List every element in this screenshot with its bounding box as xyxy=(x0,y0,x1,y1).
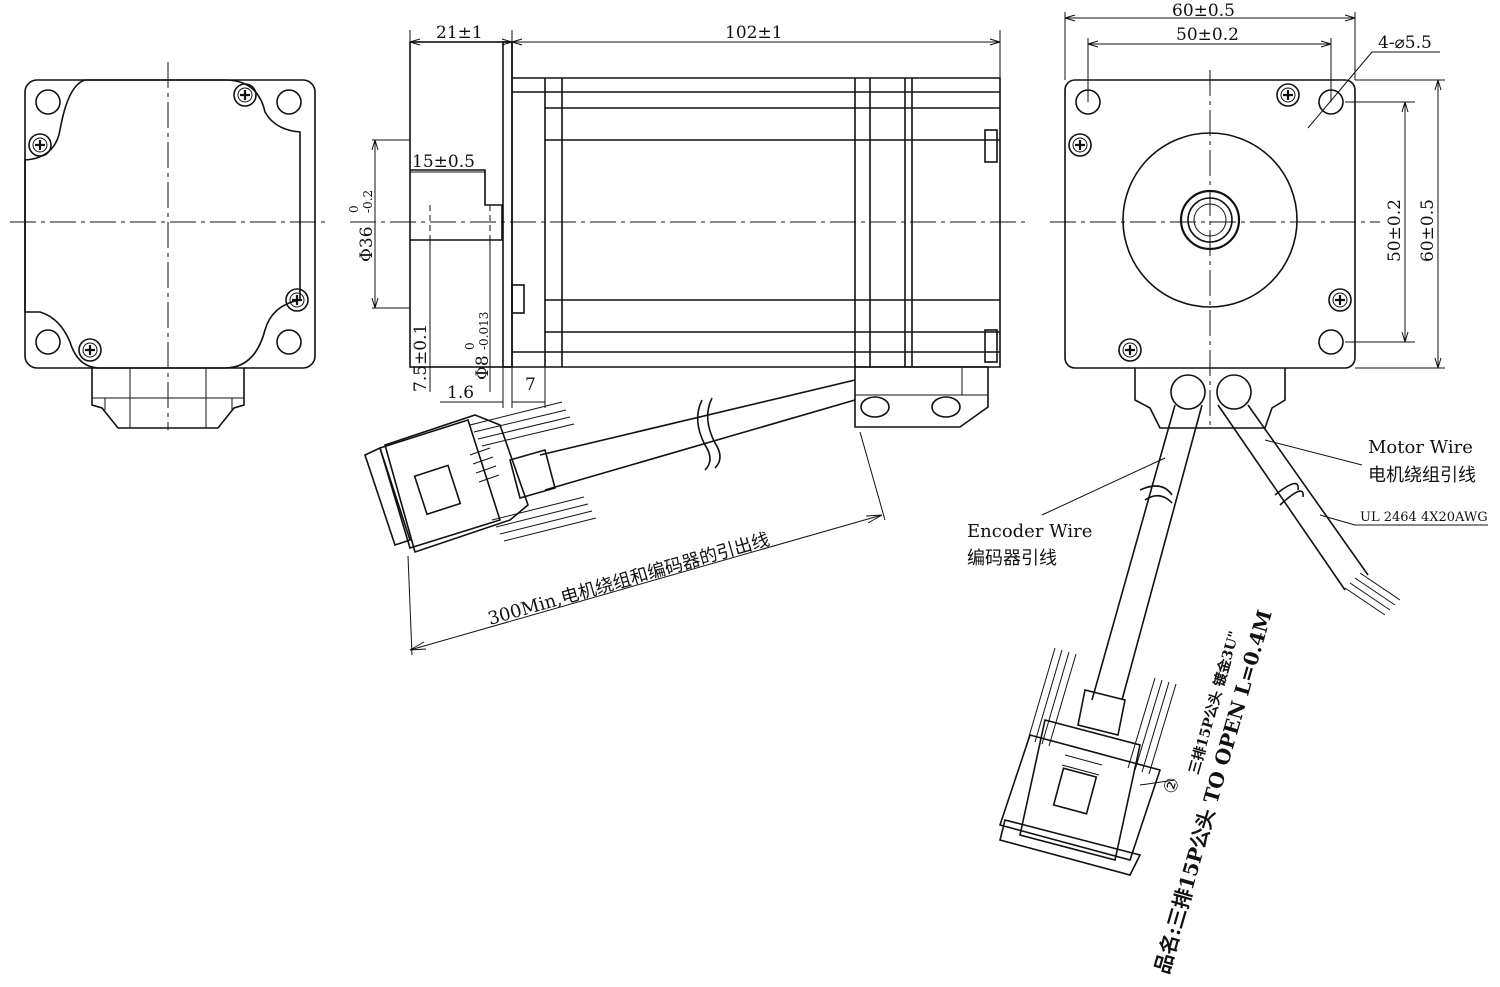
dim-phi36-tol-upper: 0 xyxy=(347,205,361,213)
rear-inner-cover xyxy=(24,79,301,369)
motor-wire-en: Motor Wire xyxy=(1368,437,1473,458)
dim-1-6: 1.6 xyxy=(447,383,474,403)
dim-60-right: 60±0.5 xyxy=(1418,199,1438,262)
dim-phi8-tol-upper: 0 xyxy=(463,342,477,350)
front-end-view: 60±0.5 50±0.2 4-⌀5.5 50±0.2 60±0.5 xyxy=(967,1,1488,976)
dim-7: 7 xyxy=(525,375,536,395)
rear-connector-block xyxy=(854,366,989,428)
dim-60-top: 60±0.5 xyxy=(1172,1,1235,21)
dim-holes: 4-⌀5.5 xyxy=(1378,33,1432,53)
rear-end-view xyxy=(10,62,330,430)
rear-cable-gland xyxy=(91,368,245,429)
mount-hole xyxy=(1318,329,1344,355)
screw-icon xyxy=(78,338,102,362)
dim-21: 21±1 xyxy=(436,23,483,43)
encoder-wire-en: Encoder Wire xyxy=(967,521,1092,542)
mount-hole xyxy=(35,89,61,115)
dim-phi8: Φ8 xyxy=(473,355,493,380)
dim-102: 102±1 xyxy=(725,23,783,43)
mount-hole xyxy=(276,89,302,115)
encoder-connector-icon xyxy=(364,401,597,554)
side-view: 300Min,电机绕组和编码器的引出线 21±1 102±1 15±0.5 Φ3… xyxy=(347,23,1030,656)
motor-wire-cn: 电机绕组引线 xyxy=(1368,465,1476,486)
screw-icon xyxy=(1068,133,1092,157)
connector-callout-num: ② xyxy=(1160,775,1185,796)
mount-hole xyxy=(276,329,302,355)
screw-icon xyxy=(233,83,257,107)
mount-hole xyxy=(35,329,61,355)
screw-icon xyxy=(28,133,52,157)
screw-icon xyxy=(1118,338,1142,362)
screw-icon xyxy=(285,288,309,312)
motor-wire-spec: UL 2464 4X20AWG xyxy=(1360,510,1488,525)
dim-50-top: 50±0.2 xyxy=(1176,25,1239,45)
shaft xyxy=(410,169,503,241)
encoder-connector-bottom-icon xyxy=(998,647,1177,876)
shaft-ring-outer xyxy=(1179,189,1241,251)
front-cable-gland xyxy=(1134,368,1286,429)
dim-15: 15±0.5 xyxy=(412,152,475,172)
dim-50-right: 50±0.2 xyxy=(1385,199,1405,262)
pilot-boss xyxy=(1122,132,1298,308)
rear-outline xyxy=(24,79,316,369)
screw-icon xyxy=(1328,288,1352,312)
dim-7-5: 7.5±0.1 xyxy=(411,324,431,392)
dim-phi36: Φ36 xyxy=(357,226,377,262)
dim-phi8-tol-lower: -0.013 xyxy=(477,312,491,350)
dim-phi36-tol-lower: -0.2 xyxy=(361,190,375,213)
encoder-wire-cn: 编码器引线 xyxy=(967,548,1057,569)
lead-length-label: 300Min,电机绕组和编码器的引出线 xyxy=(486,529,772,630)
screw-icon xyxy=(1276,83,1300,107)
